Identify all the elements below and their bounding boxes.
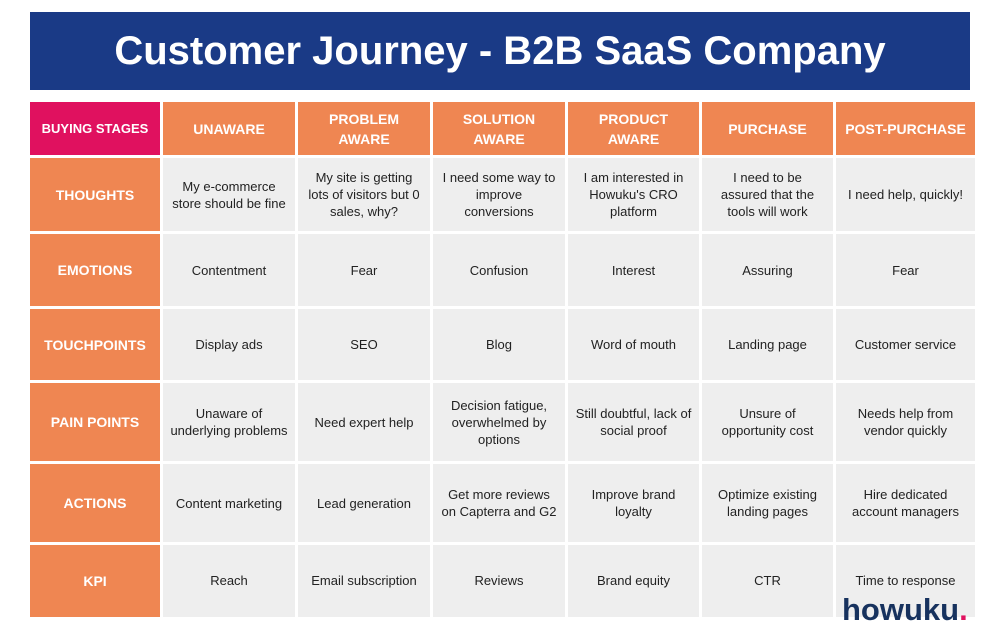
table-cell: Lead generation <box>298 464 430 542</box>
table-cell: Word of mouth <box>568 309 699 380</box>
table-cell: Assuring <box>702 234 833 306</box>
page-title: Customer Journey - B2B SaaS Company <box>114 29 886 73</box>
table-cell: Still doubtful, lack of social proof <box>568 383 699 461</box>
stage-header: UNAWARE <box>163 102 295 155</box>
stage-header: PURCHASE <box>702 102 833 155</box>
row-label: TOUCHPOINTS <box>30 309 160 380</box>
row-label: KPI <box>30 545 160 617</box>
table-cell: My e-commerce store should be fine <box>163 158 295 231</box>
table-cell: Optimize existing landing pages <box>702 464 833 542</box>
table-cell: I need to be assured that the tools will… <box>702 158 833 231</box>
table-cell: Improve brand loyalty <box>568 464 699 542</box>
table-cell: Fear <box>836 234 975 306</box>
row-label: EMOTIONS <box>30 234 160 306</box>
table-cell: Contentment <box>163 234 295 306</box>
stage-header: PROBLEM AWARE <box>298 102 430 155</box>
table-cell: Reviews <box>433 545 565 617</box>
title-banner: Customer Journey - B2B SaaS Company <box>30 12 970 90</box>
table-cell: I need help, quickly! <box>836 158 975 231</box>
table-cell: Customer service <box>836 309 975 380</box>
table-cell: I need some way to improve conversions <box>433 158 565 231</box>
table-cell: Interest <box>568 234 699 306</box>
corner-header: BUYING STAGES <box>30 102 160 155</box>
row-label: PAIN POINTS <box>30 383 160 461</box>
stage-header: POST-PURCHASE <box>836 102 975 155</box>
row-label: THOUGHTS <box>30 158 160 231</box>
logo-text: howuku <box>842 592 960 627</box>
table-cell: Reach <box>163 545 295 617</box>
row-label: ACTIONS <box>30 464 160 542</box>
table-cell: SEO <box>298 309 430 380</box>
howuku-logo: howuku. <box>842 594 968 626</box>
table-cell: Get more reviews on Capterra and G2 <box>433 464 565 542</box>
table-cell: Email subscription <box>298 545 430 617</box>
table-cell: Needs help from vendor quickly <box>836 383 975 461</box>
stage-header: SOLUTION AWARE <box>433 102 565 155</box>
table-cell: I am interested in Howuku's CRO platform <box>568 158 699 231</box>
table-cell: Hire dedicated account managers <box>836 464 975 542</box>
table-cell: Display ads <box>163 309 295 380</box>
table-cell: Need expert help <box>298 383 430 461</box>
table-cell: Content marketing <box>163 464 295 542</box>
table-cell: Unsure of opportunity cost <box>702 383 833 461</box>
stage-header: PRODUCT AWARE <box>568 102 699 155</box>
logo-dot: . <box>959 592 968 627</box>
table-cell: Time to response <box>836 545 975 617</box>
table-cell: Blog <box>433 309 565 380</box>
table-cell: Fear <box>298 234 430 306</box>
table-cell: Landing page <box>702 309 833 380</box>
table-cell: Brand equity <box>568 545 699 617</box>
table-cell: Unaware of underlying problems <box>163 383 295 461</box>
table-cell: Decision fatigue, overwhelmed by options <box>433 383 565 461</box>
table-cell: CTR <box>702 545 833 617</box>
table-cell: Confusion <box>433 234 565 306</box>
table-cell: My site is getting lots of visitors but … <box>298 158 430 231</box>
